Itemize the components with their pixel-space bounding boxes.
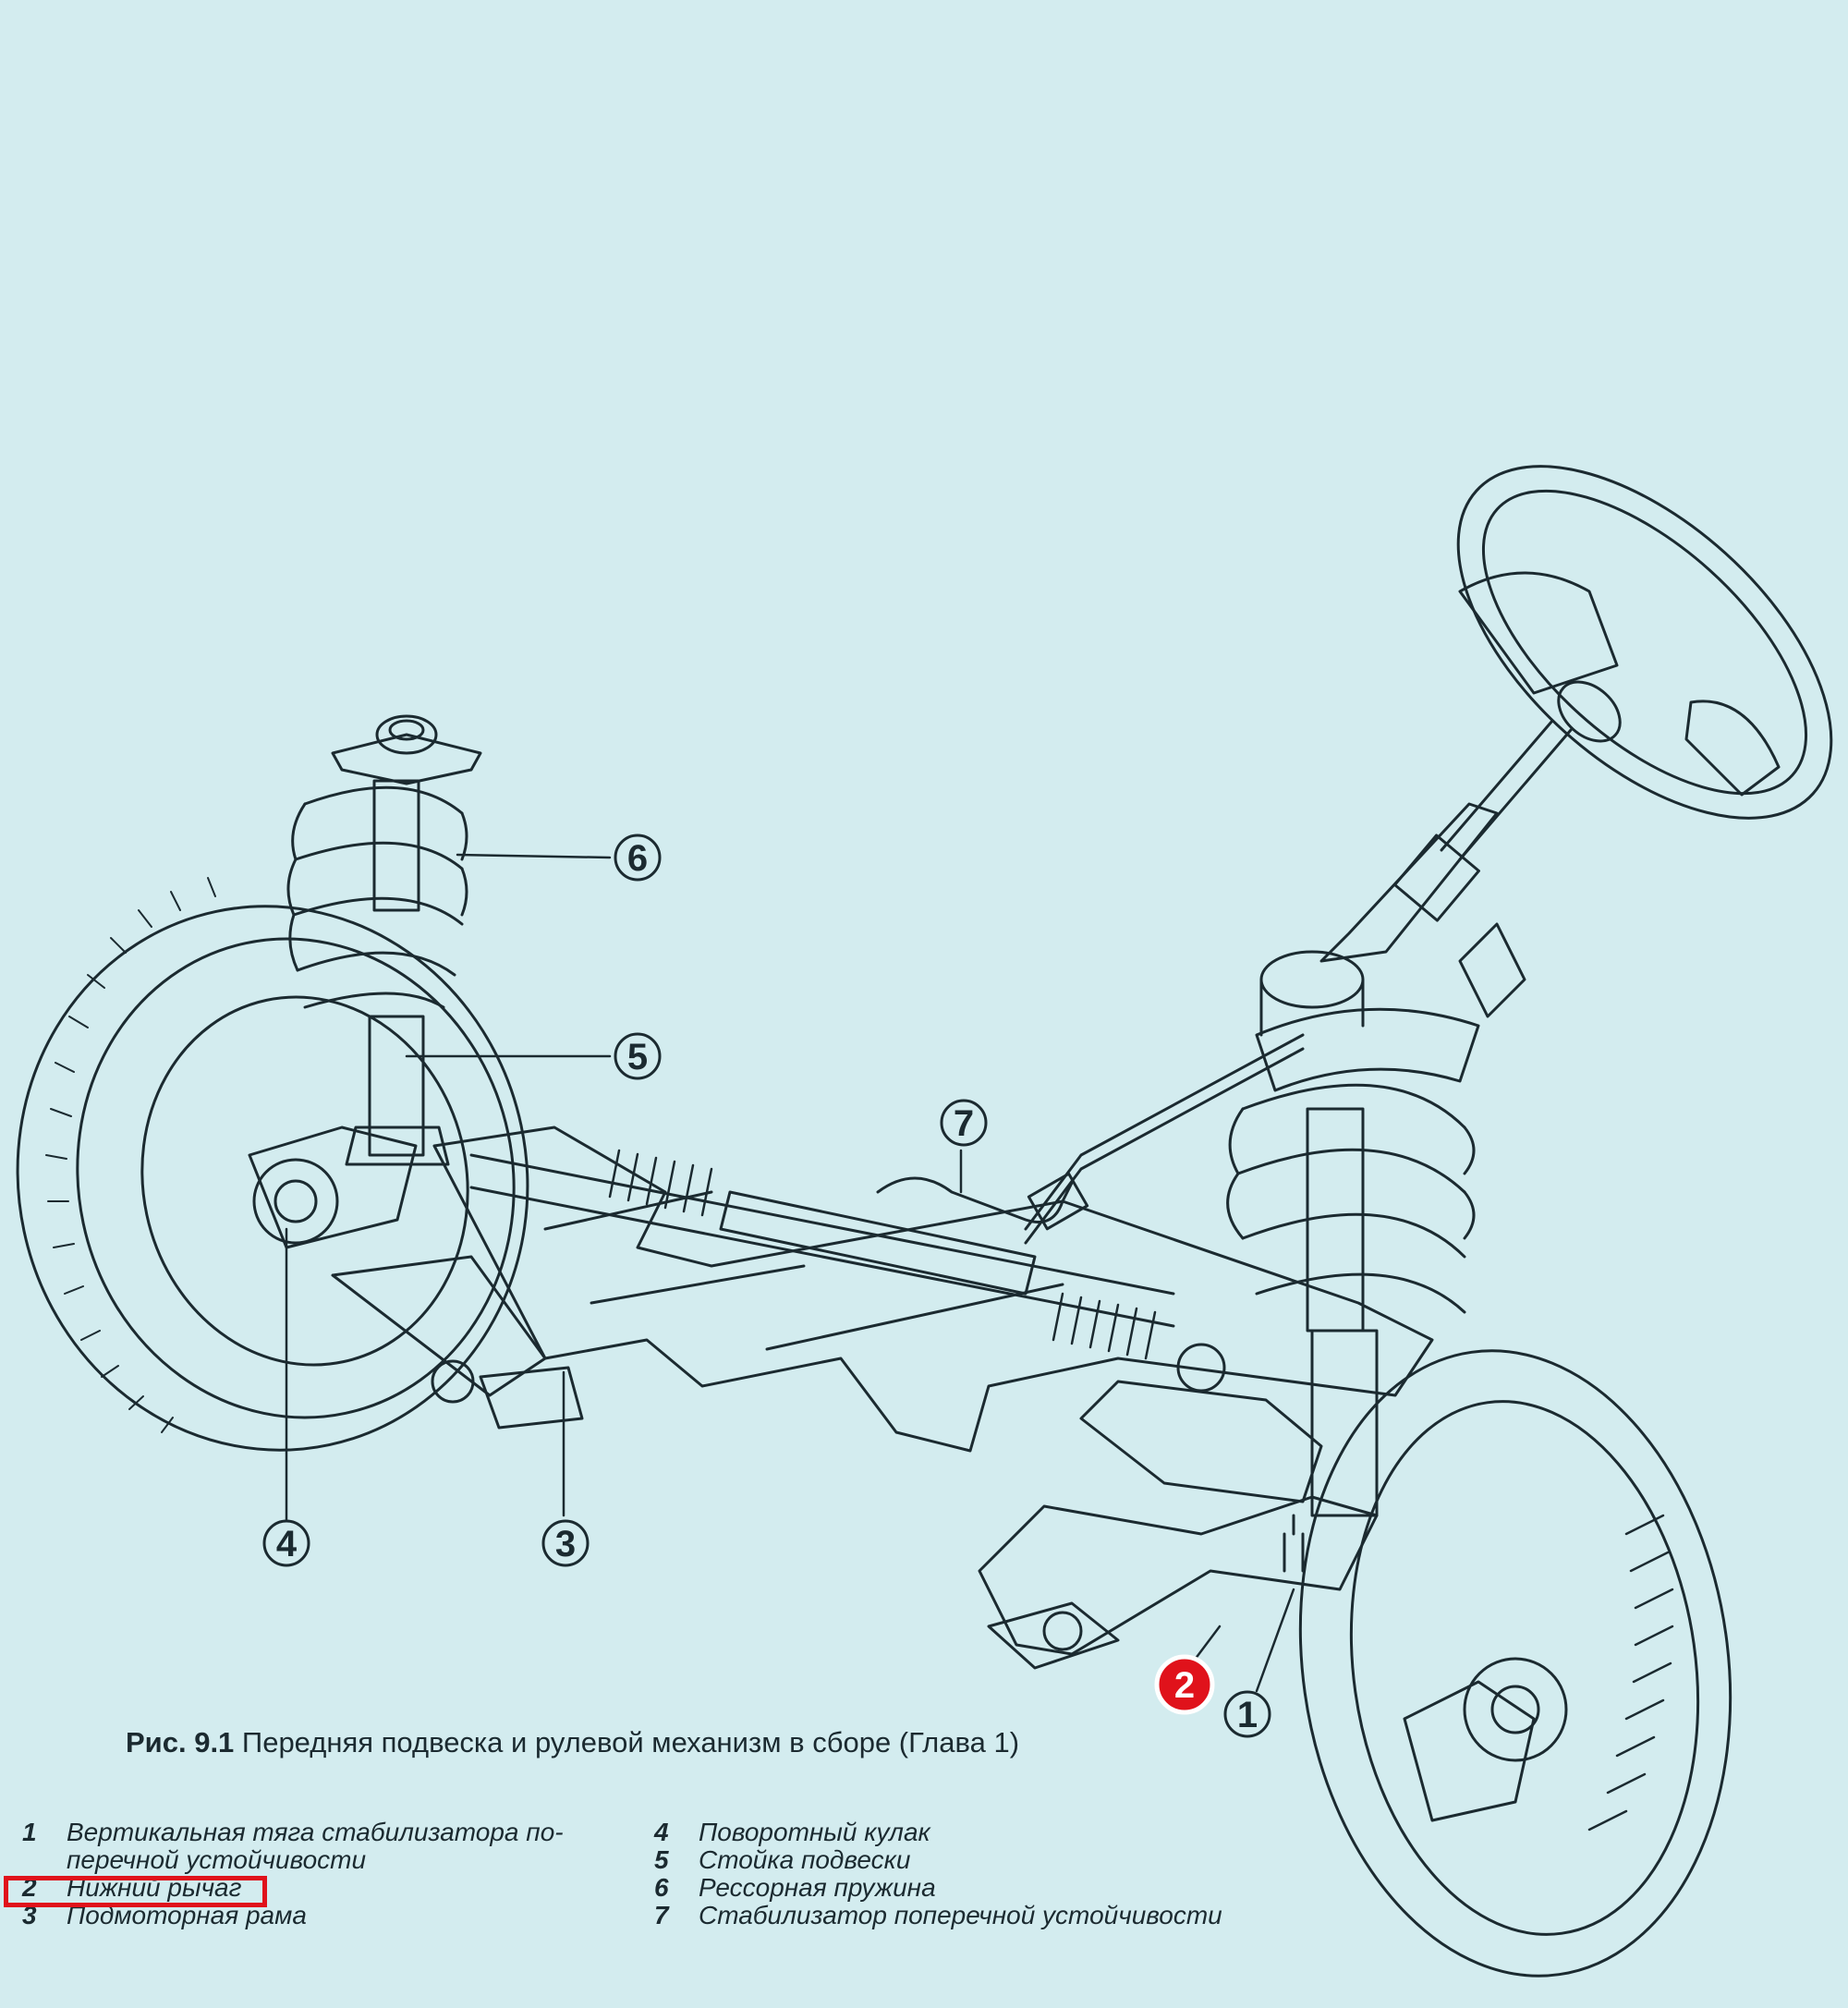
- svg-text:1: 1: [1237, 1695, 1258, 1735]
- callout-4: 4: [262, 1519, 310, 1567]
- left-strut-assembly: [286, 714, 482, 1166]
- callout-7: 7: [940, 1099, 988, 1147]
- steering-column: [1319, 719, 1573, 1018]
- callout-1: 1: [1223, 1690, 1271, 1738]
- legend-item-5: 5 Стойка подвески: [654, 1845, 911, 1874]
- svg-text:6: 6: [627, 838, 648, 879]
- svg-text:7: 7: [954, 1103, 974, 1144]
- callout-2-highlighted: 2: [1154, 1654, 1215, 1715]
- subframe: [432, 1126, 1434, 1503]
- figure-caption-text: Передняя подвеска и рулевой механизм в с…: [241, 1726, 1020, 1759]
- legend-item-4: 4 Поворотный кулак: [654, 1818, 930, 1846]
- steering-rack: [469, 1149, 1226, 1393]
- right-strut-assembly: [1226, 950, 1480, 1517]
- legend-left: 1 Вертикальная тяга стабилизатора по- пе…: [22, 1819, 564, 1929]
- legend-item-1: 1 Вертикальная тяга стабилизатора по-: [22, 1818, 564, 1846]
- svg-text:2: 2: [1174, 1665, 1195, 1706]
- leader-lines: [285, 853, 1295, 1693]
- legend-item-6: 6 Рессорная пружина: [654, 1873, 936, 1902]
- callout-5: 5: [614, 1032, 662, 1080]
- svg-text:3: 3: [555, 1524, 576, 1564]
- callout-3: 3: [541, 1519, 590, 1567]
- callout-6: 6: [614, 834, 662, 882]
- figure-caption-prefix: Рис. 9.1: [126, 1726, 235, 1759]
- callouts: 6 5 7 4 3 2 1: [262, 834, 1271, 1738]
- right-wheel: [1298, 1349, 1732, 1978]
- anti-roll-bar: [876, 1033, 1305, 1245]
- steering-wheel: [1456, 465, 1833, 820]
- left-wheel: [16, 877, 529, 1452]
- svg-text:5: 5: [627, 1037, 648, 1077]
- legend-item-7: 7 Стабилизатор поперечной устойчивости: [654, 1901, 1222, 1929]
- legend-right: 4 Поворотный кулак 5 Стойка подвески 6 Р…: [654, 1819, 1222, 1929]
- left-knuckle-arm: [248, 1126, 547, 1404]
- legend-highlight-box: [4, 1876, 267, 1907]
- svg-text:4: 4: [276, 1524, 298, 1564]
- right-lower-arm: [978, 1495, 1379, 1670]
- legend-item-1-continued: перечной устойчивости: [67, 1845, 367, 1874]
- figure-caption: Рис. 9.1 Передняя подвеска и рулевой мех…: [126, 1726, 1019, 1759]
